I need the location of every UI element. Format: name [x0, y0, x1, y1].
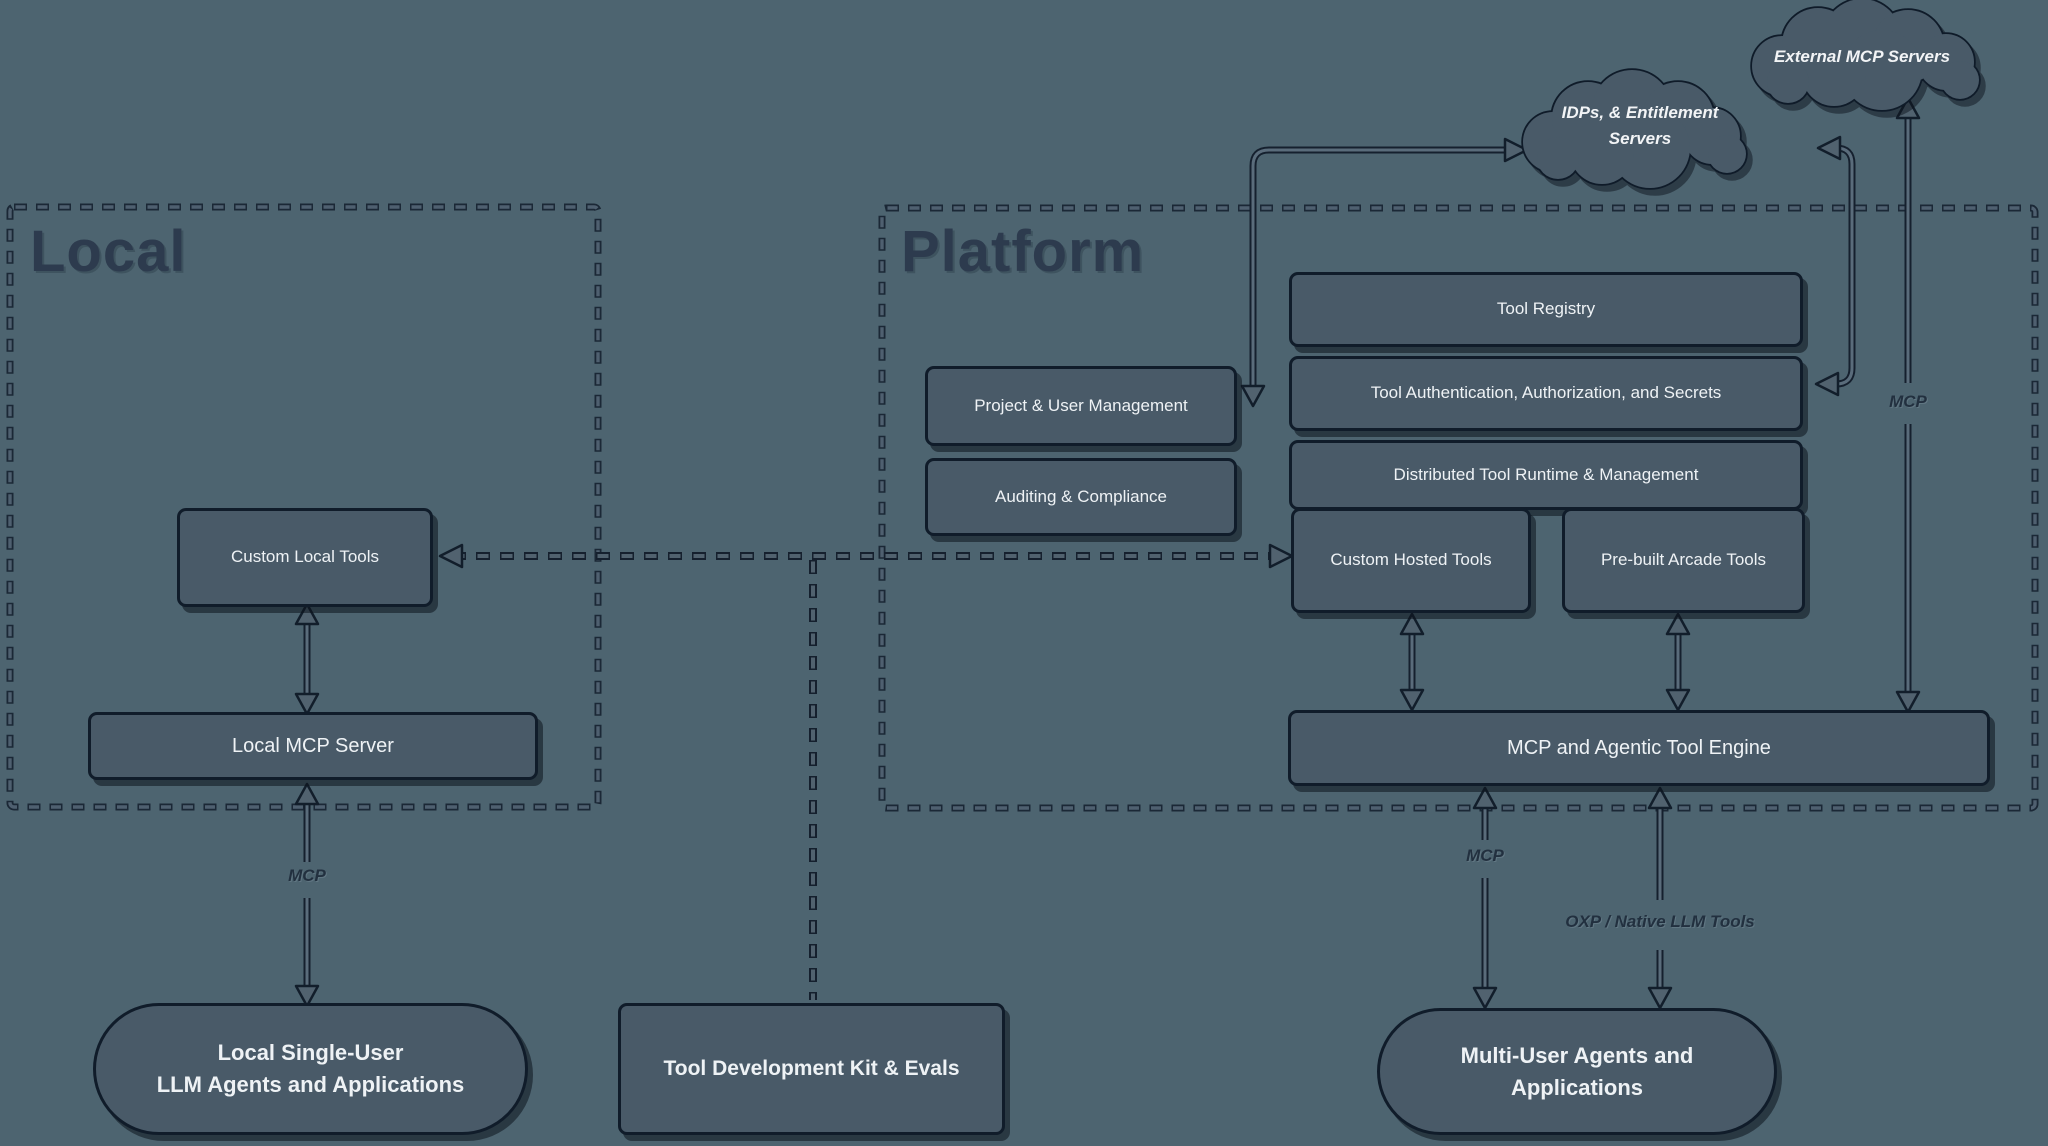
- arrowhead-up: [1895, 96, 1921, 120]
- node-mcp-agentic-tool-engine: MCP and Agentic Tool Engine: [1288, 710, 1990, 786]
- node-tool-development-kit: Tool Development Kit & Evals: [618, 1003, 1005, 1135]
- arrowhead-down: [1665, 688, 1691, 712]
- external-mcp-cloud-label: External MCP Servers: [1773, 47, 1951, 66]
- edge-label-mcp-local: MCP: [288, 866, 326, 885]
- edge-label-oxp-native-llm-tools: OXP / Native LLM Tools: [1565, 912, 1755, 931]
- external-mcp-cloud: [1750, 0, 1981, 112]
- node-auditing-compliance: Auditing & Compliance: [925, 458, 1237, 536]
- local-group-title: Local: [30, 219, 187, 284]
- edge-label-mcp-external: MCP: [1889, 392, 1927, 411]
- arrowhead-up: [1647, 786, 1673, 810]
- arrowhead-down: [294, 984, 320, 1008]
- arrowhead-down: [1240, 384, 1266, 408]
- idps-cloud-label-line2: Servers: [1608, 129, 1672, 149]
- arrowhead-down: [294, 692, 320, 716]
- arrowhead-up: [1665, 612, 1691, 636]
- arrowhead-down: [1895, 690, 1921, 714]
- arrowhead-down: [1472, 986, 1498, 1010]
- arrowhead-right: [1268, 543, 1294, 569]
- idps-cloud-label-line1: IDPs, & Entitlement: [1561, 103, 1719, 122]
- arrowhead-down: [1399, 688, 1425, 712]
- node-tool-authentication: Tool Authentication, Authorization, and …: [1289, 356, 1803, 431]
- arrowhead-up: [294, 602, 320, 626]
- arrowhead-left: [438, 543, 464, 569]
- edge-toolauth-idps-right: [1822, 146, 1854, 386]
- local-agents-line1: Local Single-User: [217, 1040, 404, 1066]
- node-local-single-user-agents: Local Single-User LLM Agents and Applica…: [93, 1003, 528, 1135]
- node-local-mcp-server: Local MCP Server: [88, 712, 538, 780]
- local-agents-line2: LLM Agents and Applications: [156, 1072, 465, 1097]
- edge-label-mcp-platform: MCP: [1466, 846, 1504, 865]
- node-distributed-tool-runtime: Distributed Tool Runtime & Management: [1289, 440, 1803, 510]
- idps-cloud: [1521, 68, 1748, 190]
- node-project-user-management: Project & User Management: [925, 366, 1237, 446]
- arrowhead-up: [1472, 786, 1498, 810]
- arrowhead-down: [1647, 986, 1673, 1010]
- platform-group-title: Platform: [901, 219, 1145, 284]
- node-prebuilt-arcade-tools: Pre-built Arcade Tools: [1562, 508, 1805, 613]
- arrowhead-left: [1816, 135, 1842, 161]
- node-custom-local-tools: Custom Local Tools: [177, 508, 433, 607]
- arrowhead-left: [1814, 371, 1840, 397]
- node-custom-hosted-tools: Custom Hosted Tools: [1291, 508, 1531, 613]
- edge-toolauth-idps-right: [1824, 148, 1852, 384]
- node-multi-user-agents: Multi-User Agents and Applications: [1377, 1008, 1777, 1135]
- arrowhead-up: [1399, 612, 1425, 636]
- multi-user-agents-line2: Applications: [1510, 1074, 1643, 1100]
- node-tool-registry: Tool Registry: [1289, 272, 1803, 347]
- arrowhead-right: [1503, 137, 1529, 163]
- arrowhead-up: [294, 782, 320, 806]
- multi-user-agents-line1: Multi-User Agents and: [1460, 1042, 1694, 1068]
- idps-cloud-label: IDPs, & Entitlement Servers: [1540, 100, 1740, 153]
